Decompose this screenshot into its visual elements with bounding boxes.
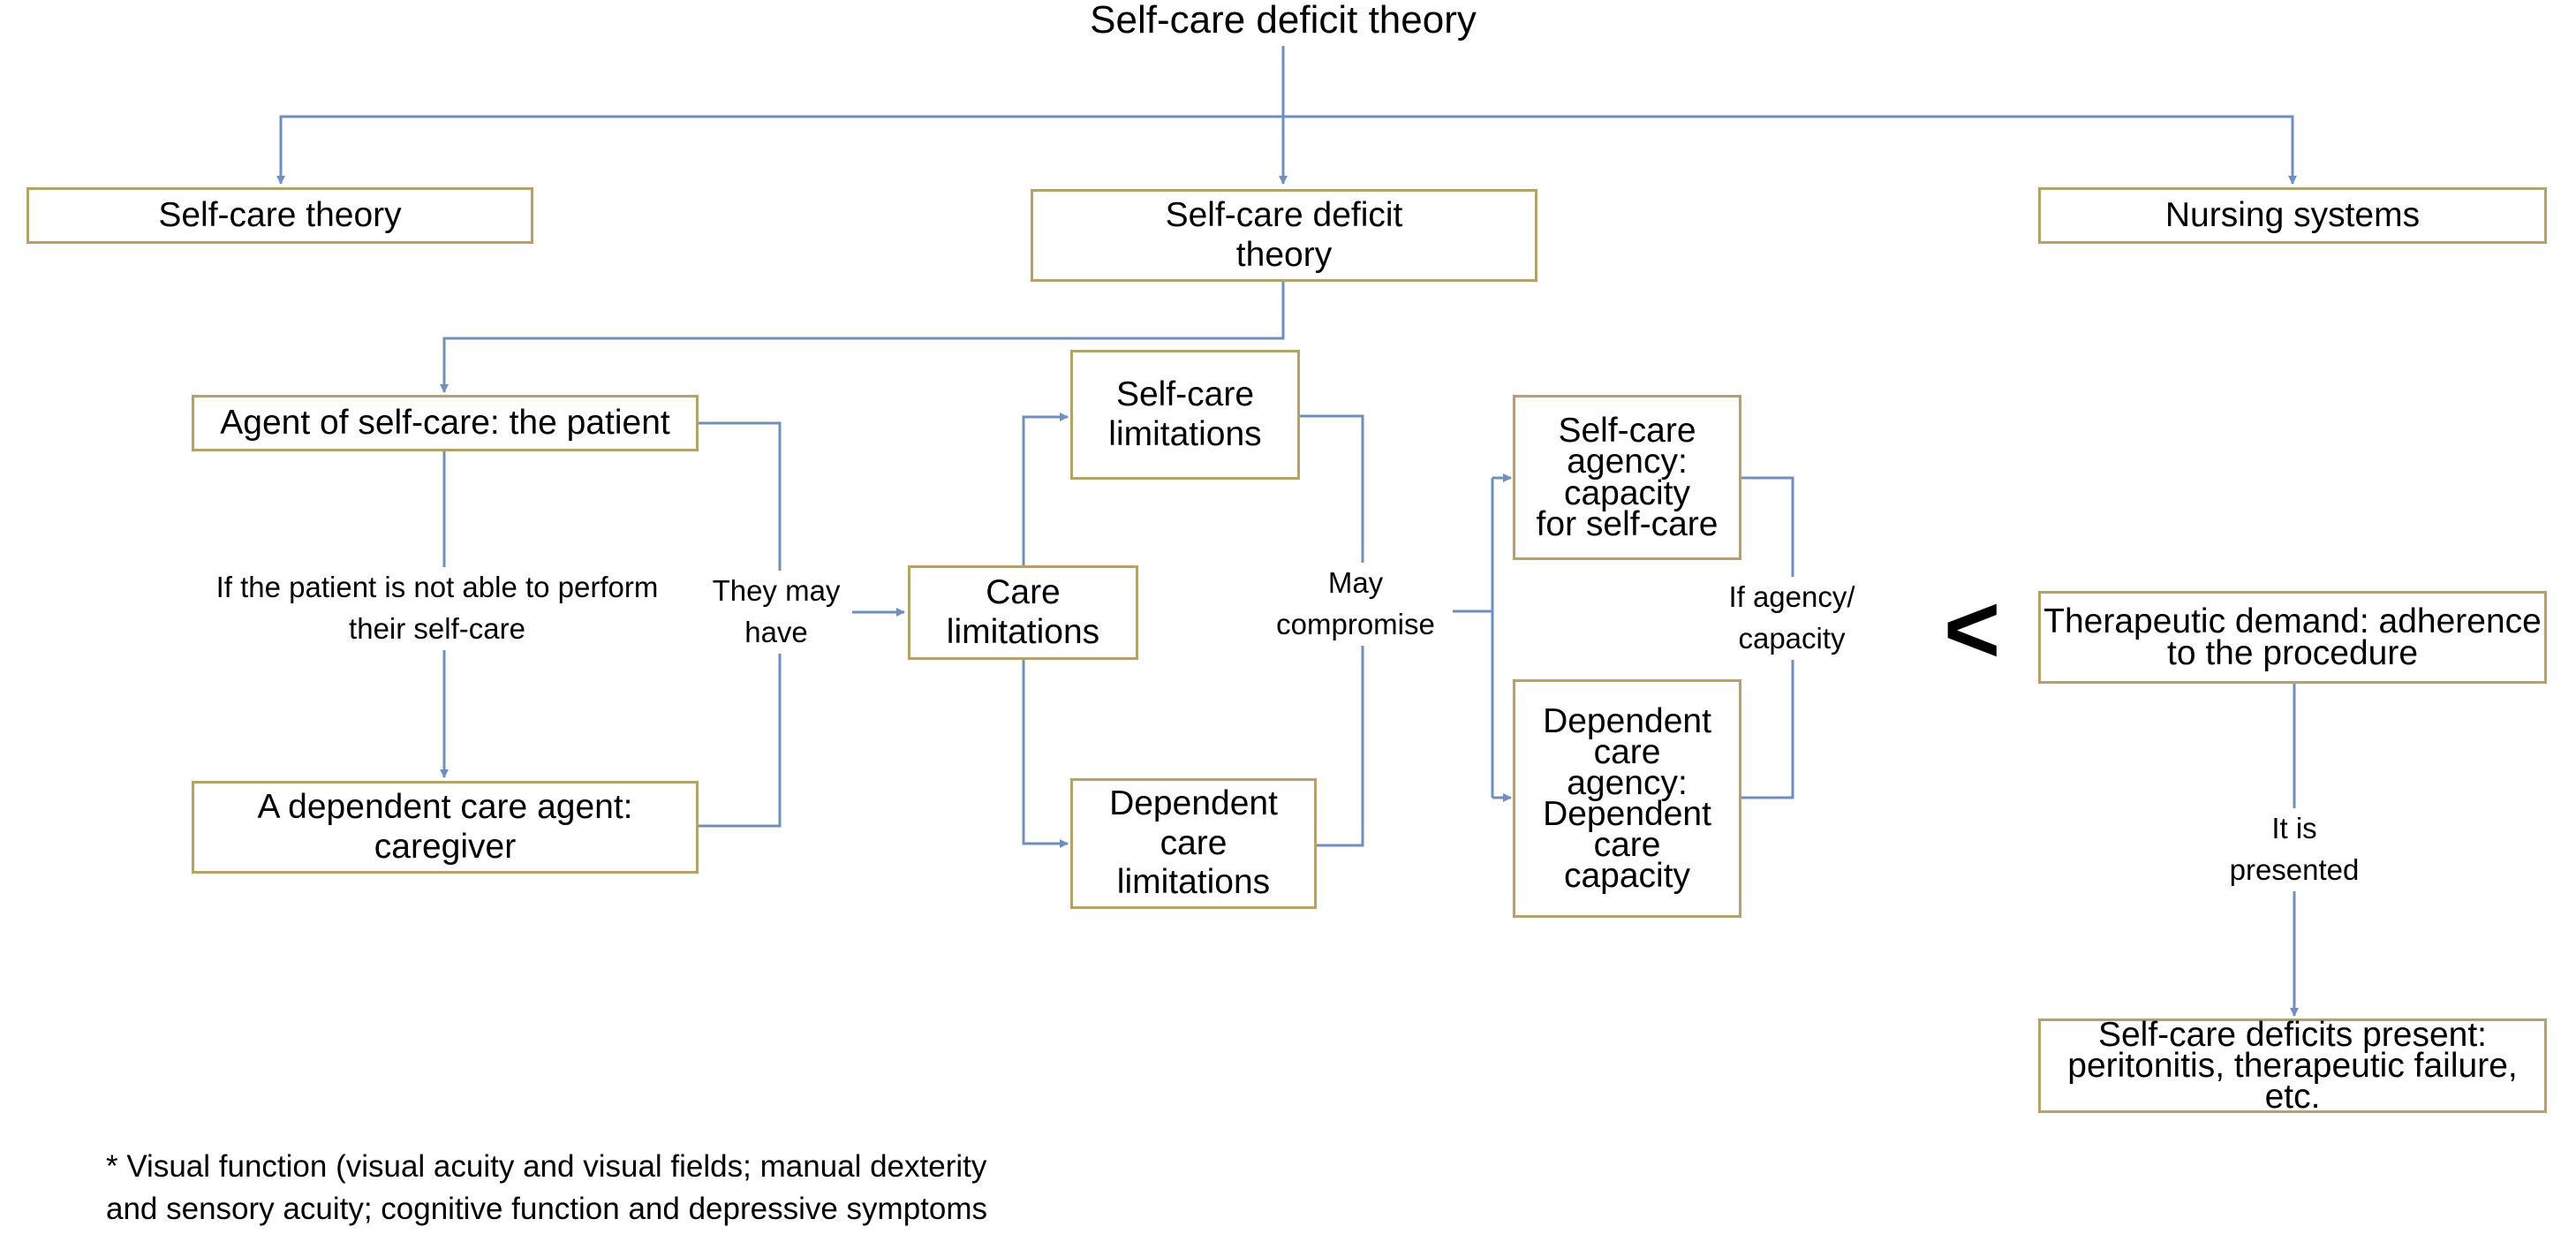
if-agency-capacity-label: If agency/ capacity — [1663, 577, 1921, 660]
dependent-care-limitations-box: Dependent care limitations — [1070, 778, 1317, 909]
dependent-care-agency-box: Dependent care agency: Dependent care ca… — [1513, 679, 1741, 918]
less-than-symbol: < — [1944, 575, 2001, 684]
self-care-agency-box: Self-care agency: capacity for self-care — [1513, 395, 1741, 560]
they-may-have-label: They may have — [700, 571, 852, 654]
agent-of-self-care-box: Agent of self-care: the patient — [192, 395, 699, 451]
care-limitations-box: Care limitations — [908, 565, 1138, 660]
not-able-label: If the patient is not able to perform th… — [185, 567, 689, 650]
nursing-systems-box: Nursing systems — [2038, 187, 2547, 244]
diagram-title: Self-care deficit theory — [1090, 0, 1477, 42]
may-compromise-label: May compromise — [1258, 563, 1453, 646]
therapeutic-demand-box: Therapeutic demand: adherence to the pro… — [2038, 591, 2547, 684]
self-care-theory-box: Self-care theory — [26, 187, 533, 244]
self-care-limitations-box: Self-care limitations — [1070, 350, 1300, 480]
it-is-presented-label: It is presented — [2202, 808, 2387, 891]
dependent-care-agent-box: A dependent care agent: caregiver — [192, 781, 699, 874]
self-care-deficit-theory-box: Self-care deficit theory — [1031, 189, 1537, 282]
self-care-deficits-present-box: Self-care deficits present: peritonitis,… — [2038, 1018, 2547, 1114]
footnote: * Visual function (visual acuity and vis… — [106, 1149, 988, 1227]
